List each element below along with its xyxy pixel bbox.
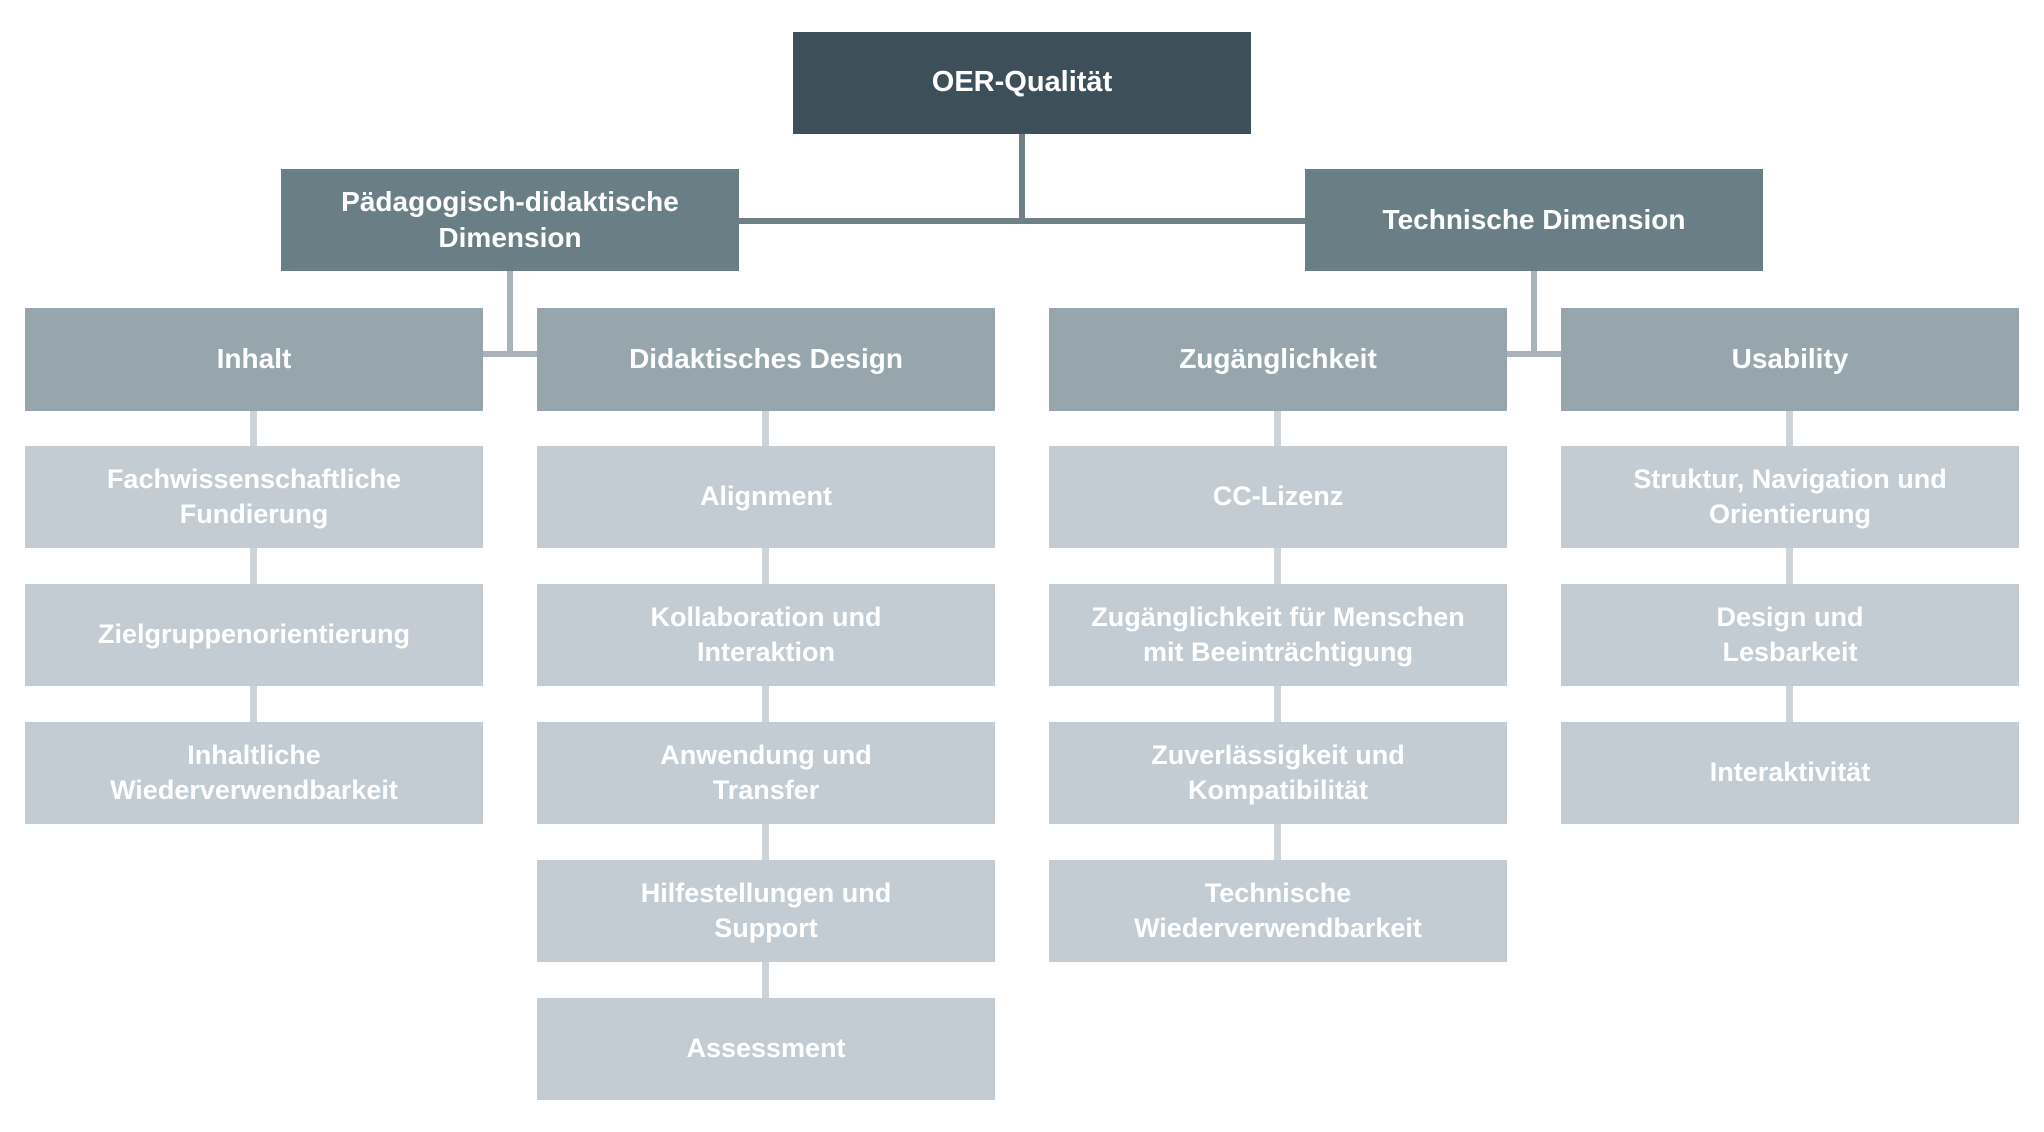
- connector-paedagogisch-vertical: [507, 271, 513, 357]
- connector-zugaenglichkeit-2: [1274, 548, 1281, 584]
- node-usability: Usability: [1561, 308, 2019, 411]
- connector-inhalt-3: [250, 686, 257, 722]
- connector-inhalt-2: [250, 548, 257, 584]
- node-struktur-navigation-orientierung: Struktur, Navigation und Orientierung: [1561, 446, 2019, 548]
- node-oer-qualitaet: OER-Qualität: [793, 32, 1251, 134]
- node-paedagogisch-didaktische-dimension: Pädagogisch-didaktische Dimension: [281, 169, 739, 271]
- connector-zugaenglichkeit-1: [1274, 411, 1281, 446]
- connector-didaktik-3: [762, 686, 769, 722]
- connector-zugaenglichkeit-4: [1274, 824, 1281, 860]
- connector-didaktik-5: [762, 962, 769, 998]
- node-anwendung-und-transfer: Anwendung und Transfer: [537, 722, 995, 824]
- node-inhalt: Inhalt: [25, 308, 483, 411]
- node-interaktivitaet: Interaktivität: [1561, 722, 2019, 824]
- node-design-und-lesbarkeit: Design und Lesbarkeit: [1561, 584, 2019, 686]
- node-kollaboration-und-interaktion: Kollaboration und Interaktion: [537, 584, 995, 686]
- node-technische-wiederverwendbarkeit: Technische Wiederverwendbarkeit: [1049, 860, 1507, 962]
- node-hilfestellungen-und-support: Hilfestellungen und Support: [537, 860, 995, 962]
- node-didaktisches-design: Didaktisches Design: [537, 308, 995, 411]
- connector-usability-1: [1786, 411, 1793, 446]
- node-cc-lizenz: CC-Lizenz: [1049, 446, 1507, 548]
- node-zugaenglichkeit-fuer-menschen: Zugänglichkeit für Menschen mit Beeinträ…: [1049, 584, 1507, 686]
- connector-didaktik-1: [762, 411, 769, 446]
- connector-usability-2: [1786, 548, 1793, 584]
- node-zielgruppenorientierung: Zielgruppenorientierung: [25, 584, 483, 686]
- connector-root-horizontal: [739, 218, 1305, 224]
- node-zugaenglichkeit: Zugänglichkeit: [1049, 308, 1507, 411]
- connector-didaktik-2: [762, 548, 769, 584]
- node-alignment: Alignment: [537, 446, 995, 548]
- node-zuverlaessigkeit-und-kompatibilitaet: Zuverlässigkeit und Kompatibilität: [1049, 722, 1507, 824]
- connector-didaktik-4: [762, 824, 769, 860]
- connector-root-vertical: [1019, 134, 1025, 224]
- connector-usability-3: [1786, 686, 1793, 722]
- node-inhaltliche-wiederverwendbarkeit: Inhaltliche Wiederverwendbarkeit: [25, 722, 483, 824]
- connector-paedagogisch-horizontal: [483, 351, 537, 357]
- node-assessment: Assessment: [537, 998, 995, 1100]
- connector-technische-vertical: [1531, 271, 1537, 357]
- node-fachwissenschaftliche-fundierung: Fachwissenschaftliche Fundierung: [25, 446, 483, 548]
- connector-technische-horizontal: [1507, 351, 1561, 357]
- connector-inhalt-1: [250, 411, 257, 446]
- connector-zugaenglichkeit-3: [1274, 686, 1281, 722]
- node-technische-dimension: Technische Dimension: [1305, 169, 1763, 271]
